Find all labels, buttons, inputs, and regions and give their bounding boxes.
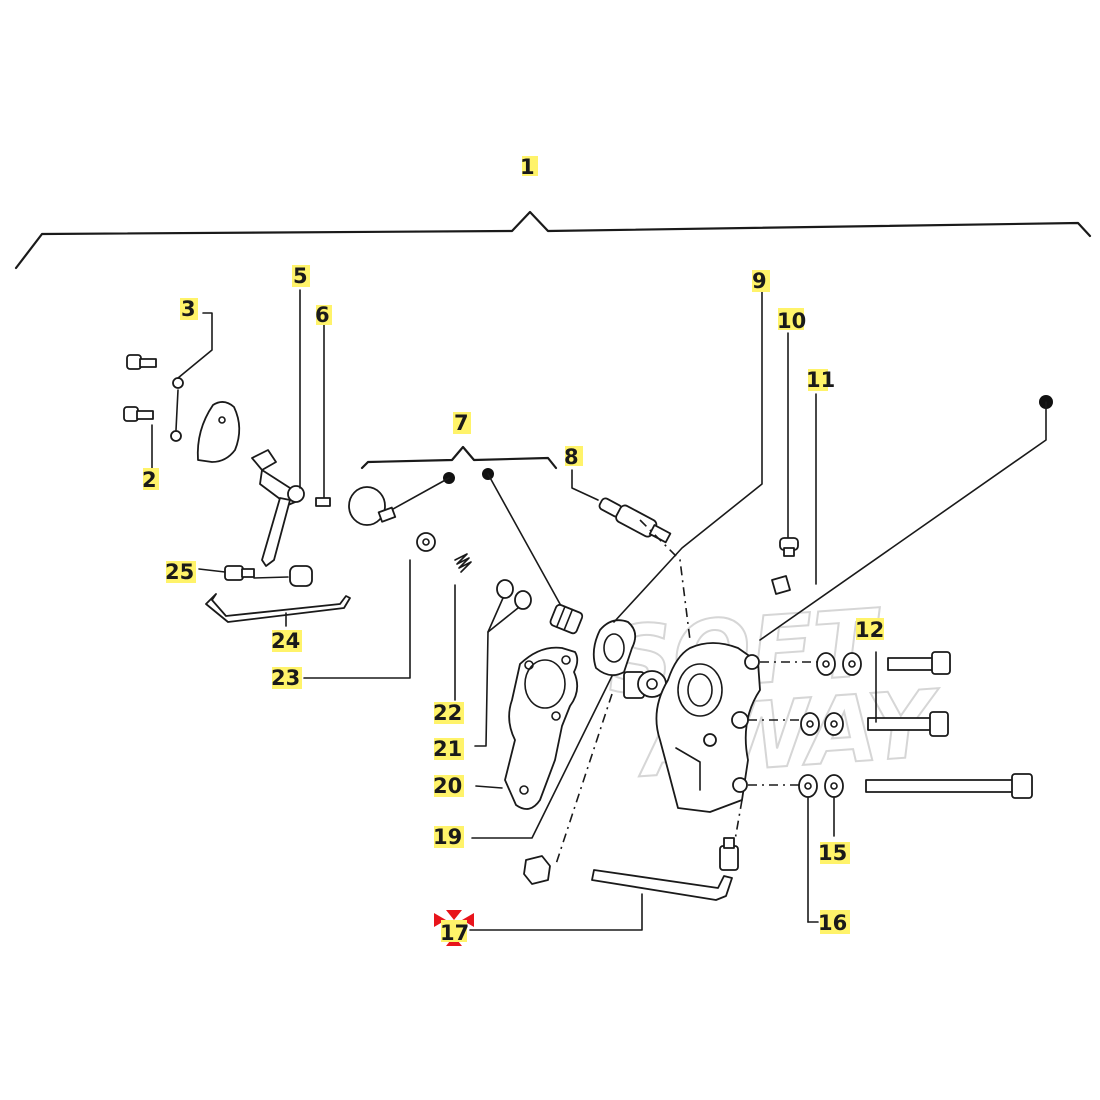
callout-24-highlight: [272, 630, 302, 652]
pin-part-6: [315, 497, 331, 507]
callout-1: 1: [520, 155, 535, 179]
sleeve-part: [289, 565, 313, 587]
callout-22-highlight: [434, 702, 464, 724]
callout-25: 25: [165, 560, 194, 584]
bolt-part-2b: [123, 406, 154, 422]
assembly-bracket: [14, 210, 1092, 270]
callout-25-highlight: [166, 561, 196, 583]
washer-group-16: [798, 652, 836, 798]
callout-17-highlight: [441, 920, 467, 942]
callout-5: 5: [293, 264, 308, 288]
callout-9-highlight: [752, 270, 770, 292]
callout-8: 8: [564, 445, 579, 469]
callout-9: 9: [752, 269, 767, 293]
callout-11-highlight: [808, 369, 828, 391]
callout-19: 19: [433, 825, 462, 849]
callout-12-highlight: [856, 618, 884, 640]
group-bracket-7: [360, 445, 558, 470]
bushing-part-25: [224, 565, 255, 581]
bolt-part-2a: [126, 354, 157, 370]
ball-part-21b: [514, 590, 532, 610]
callout-17: 17: [440, 921, 469, 945]
callout-2-highlight: [143, 468, 159, 490]
washer-part-3a: [172, 377, 184, 389]
washer-group-15: [824, 652, 862, 798]
spring-part-22: [454, 553, 472, 573]
callout-6-highlight: [316, 305, 332, 325]
ball-part-21a: [496, 579, 514, 599]
callout-22: 22: [433, 701, 462, 725]
callout-23-highlight: [272, 667, 302, 689]
callout-10: 10: [777, 309, 806, 333]
callout-3-highlight: [180, 298, 198, 320]
cover-plate-part: [196, 401, 241, 463]
marker-icon: [434, 910, 474, 946]
cap-nut-part: [523, 855, 551, 885]
clip-part-11: [771, 575, 791, 595]
callout-7: 7: [454, 411, 469, 435]
callout-23: 23: [271, 666, 300, 690]
callout-19-highlight: [434, 826, 464, 848]
gasket-part-20: [504, 646, 579, 810]
callout-24: 24: [271, 629, 300, 653]
spindle-part-8: [598, 497, 672, 544]
plunger-part: [549, 603, 584, 635]
main-housing-part: [655, 642, 761, 813]
seal-part-23: [416, 532, 436, 552]
callout-7-highlight: [453, 412, 471, 434]
bolt-part-12c: [865, 773, 1033, 799]
bolt-part-12b: [867, 711, 949, 737]
callout-8-highlight: [565, 446, 583, 466]
callout-2: 2: [142, 468, 157, 492]
lever-part-5: [251, 449, 305, 567]
rod-part-17: [591, 837, 739, 901]
callout-20-highlight: [434, 775, 464, 797]
gasket-part-19: [592, 619, 637, 677]
callout-6: 6: [315, 303, 330, 327]
callout-11: 11: [806, 368, 835, 392]
callout-21-highlight: [434, 738, 464, 760]
callout-15: 15: [818, 841, 847, 865]
rod-part-24: [205, 593, 351, 623]
bolt-part-12a: [887, 651, 951, 675]
callout-3: 3: [181, 297, 196, 321]
callout-20: 20: [433, 774, 462, 798]
callout-21: 21: [433, 737, 462, 761]
washer-part-3b: [170, 430, 182, 442]
callout-5-highlight: [292, 265, 310, 287]
callout-16-highlight: [820, 910, 850, 934]
screw-part-10: [779, 537, 799, 557]
callout-12: 12: [855, 618, 884, 642]
callout-1-highlight: [522, 156, 538, 176]
valve-fitting-part: [623, 670, 667, 699]
callout-10-highlight: [778, 308, 804, 330]
knob-part: [348, 486, 397, 526]
callout-16: 16: [818, 911, 847, 935]
callout-15-highlight: [820, 842, 850, 864]
